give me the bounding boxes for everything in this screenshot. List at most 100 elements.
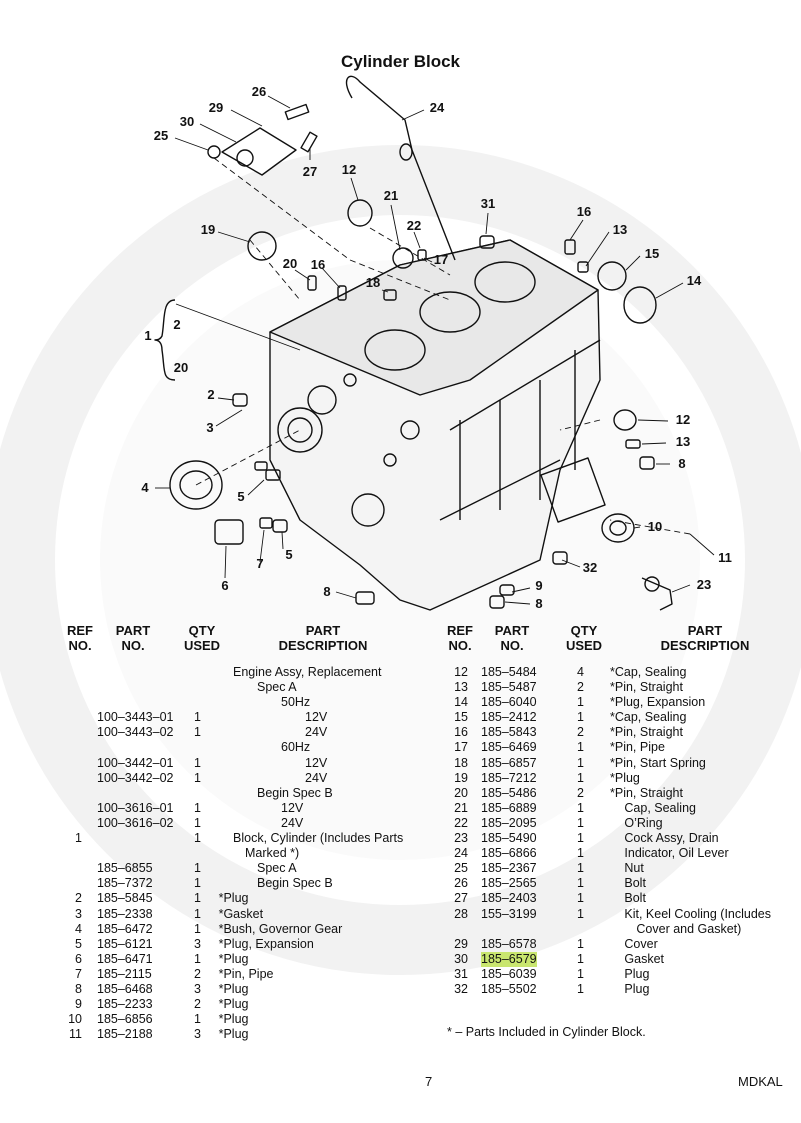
qty-used: 1	[577, 800, 584, 815]
part-description: Engine Assy, Replacement	[233, 665, 382, 679]
qty-used: 1	[577, 876, 584, 891]
callout-29: 29	[208, 100, 224, 115]
part-no: 185–6472	[97, 921, 153, 936]
qty-used: 1	[194, 831, 201, 846]
part-description: *Bush, Governor Gear	[218, 921, 343, 936]
part-no: 100–3616–01	[97, 800, 174, 815]
part-no: 185–5487	[481, 680, 537, 695]
ref-no: 3	[75, 906, 82, 921]
part-no: 155–3199	[481, 906, 537, 921]
part-no: 185–7372	[97, 876, 153, 891]
qty-used: 2	[577, 680, 584, 695]
callout-1: 1	[144, 328, 152, 343]
ref-no: 17	[454, 740, 468, 755]
ref-no: 21	[454, 800, 468, 815]
part-description: Bolt	[624, 891, 646, 906]
part-no: 100–3442–01	[97, 755, 174, 770]
part-no: 185–6040	[481, 695, 537, 710]
part-no: 185–2188	[97, 1027, 153, 1042]
part-no: 185–5490	[481, 831, 537, 846]
callout-10: 10	[647, 519, 663, 534]
part-description: 24V	[281, 815, 304, 830]
part-no: 185–5845	[97, 891, 153, 906]
callout-16-left: 16	[310, 257, 326, 272]
table-row: Cover and Gasket)	[420, 922, 801, 937]
part-description: Cover and Gasket)	[636, 921, 742, 936]
part-no: 185–6471	[97, 951, 153, 966]
part-description: *Cap, Sealing	[610, 665, 687, 679]
ref-no: 20	[454, 785, 468, 800]
part-no: 185–2338	[97, 906, 153, 921]
qty-used: 1	[194, 755, 201, 770]
table-row: Spec A	[0, 680, 420, 695]
qty-used: 1	[577, 861, 584, 876]
callout-12-right: 12	[675, 412, 691, 427]
table-row: Begin Spec B	[0, 786, 420, 801]
qty-used: 1	[577, 891, 584, 906]
part-description: *Cap, Sealing	[610, 710, 687, 725]
ref-no: 28	[454, 906, 468, 921]
callout-9: 9	[535, 578, 543, 593]
qty-used: 1	[194, 770, 201, 785]
part-description: Begin Spec B	[257, 785, 333, 800]
footnote: * – Parts Included in Cylinder Block.	[447, 1025, 646, 1039]
callout-5-lower: 5	[285, 547, 293, 562]
ref-no: 23	[454, 831, 468, 846]
callout-16: 16	[576, 204, 592, 219]
part-no: 185–5486	[481, 785, 537, 800]
part-no: 185–6121	[97, 936, 153, 951]
table-row: Marked *)	[0, 846, 420, 861]
ref-no: 18	[454, 755, 468, 770]
callout-15: 15	[644, 246, 660, 261]
part-description: *Pin, Straight	[610, 785, 683, 800]
qty-used: 1	[194, 891, 201, 906]
callout-21: 21	[383, 188, 399, 203]
part-no: 100–3443–02	[97, 725, 174, 740]
table-row: Engine Assy, Replacement	[0, 665, 420, 680]
part-description: *Plug	[610, 770, 640, 785]
callout-22: 22	[406, 218, 422, 233]
ref-no: 9	[75, 997, 82, 1012]
ref-no: 7	[75, 966, 82, 981]
callout-11: 11	[718, 550, 732, 565]
callout-19: 19	[200, 222, 216, 237]
qty-used: 1	[577, 831, 584, 846]
part-description: Spec A	[257, 680, 297, 695]
ref-no: 22	[454, 815, 468, 830]
ref-no: 5	[75, 936, 82, 951]
qty-used: 1	[194, 951, 201, 966]
part-no: 185–6468	[97, 981, 153, 996]
part-description: Begin Spec B	[257, 876, 333, 891]
qty-used: 1	[194, 861, 201, 876]
part-no: 185–2233	[97, 997, 153, 1012]
part-description: 24V	[305, 725, 328, 740]
part-description: *Plug	[218, 951, 249, 966]
callout-32: 32	[582, 560, 598, 575]
ref-no: 25	[454, 861, 468, 876]
part-description: Plug	[624, 981, 650, 996]
qty-used: 1	[194, 710, 201, 725]
